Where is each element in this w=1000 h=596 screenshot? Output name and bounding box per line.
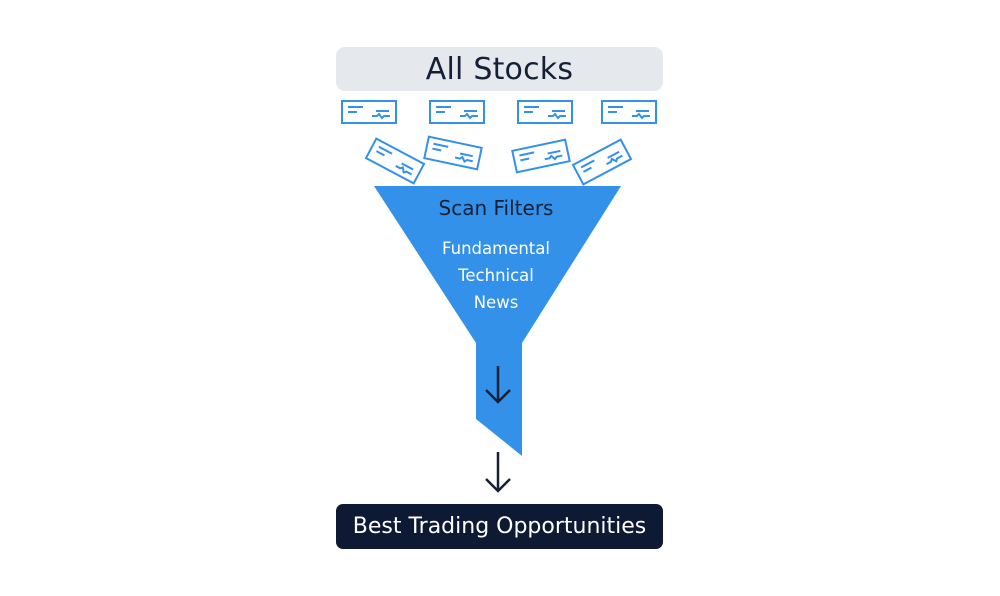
all-stocks-box: All Stocks [336,47,663,91]
filter-news: News [473,293,519,312]
down-arrow-icon [485,452,511,493]
stock-card-icon [423,135,483,171]
funnel-body [374,186,621,343]
down-arrow-icon [485,366,511,404]
filter-fundamental: Fundamental [442,239,550,258]
stock-card-icon [364,137,426,185]
stock-card-icon [571,138,633,186]
stock-card-icon [517,100,573,124]
stock-card-icon [601,100,657,124]
stock-card-icon [341,100,397,124]
all-stocks-label: All Stocks [425,51,574,87]
best-opportunities-label: Best Trading Opportunities [352,514,647,539]
filter-technical: Technical [458,266,534,285]
stock-card-icon [429,100,485,124]
best-opportunities-box: Best Trading Opportunities [336,504,663,549]
scan-filters-title: Scan Filters [438,196,554,220]
stock-card-icon [511,138,571,174]
